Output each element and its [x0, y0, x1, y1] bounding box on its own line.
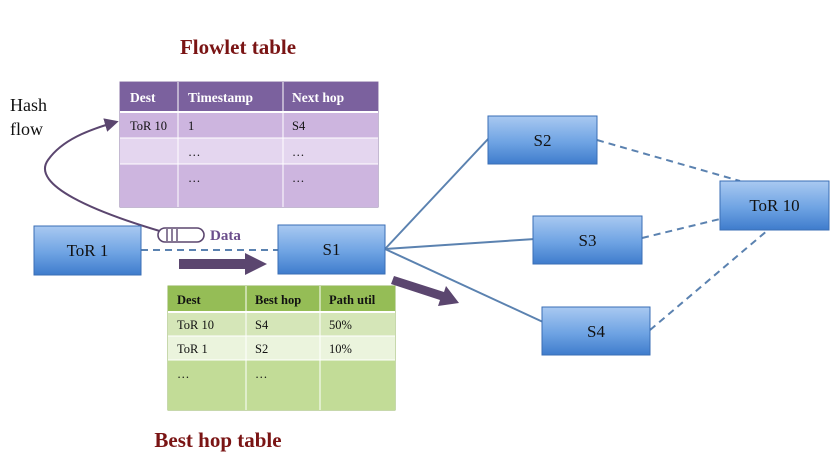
packet-icon — [157, 227, 205, 243]
node-label: ToR 10 — [749, 196, 799, 215]
flowlet-cell: … — [292, 171, 305, 185]
hash-flow-curved-arrow — [44, 118, 164, 233]
forward-arrow-icon — [179, 253, 267, 275]
best-hop-header-best-hop: Best hop — [255, 293, 301, 307]
node-s3[interactable]: S3 — [532, 215, 643, 265]
flowlet-table: Dest Timestamp Next hop ToR 10 1 S4 … … … — [119, 81, 379, 208]
flowlet-cell: … — [188, 171, 201, 185]
best-hop-cell: 10% — [329, 342, 352, 356]
link-s1-s3 — [384, 238, 536, 250]
flowlet-table-header-row — [120, 82, 378, 112]
node-tor1[interactable]: ToR 1 — [33, 225, 142, 276]
best-hop-cell: ToR 1 — [177, 342, 208, 356]
best-hop-cell: … — [255, 367, 268, 381]
flowlet-cell: … — [188, 145, 201, 159]
best-hop-table-row — [168, 312, 395, 336]
link-s1-s2 — [384, 137, 490, 250]
link-s1-s4 — [384, 248, 544, 323]
best-hop-cell: S4 — [255, 318, 269, 332]
node-label: S3 — [579, 231, 597, 250]
diagonal-arrow-icon — [391, 276, 459, 306]
hash-flow-label-line2: flow — [10, 119, 43, 139]
flowlet-table-row — [120, 138, 378, 164]
flowlet-cell: S4 — [292, 119, 306, 133]
best-hop-header-dest: Dest — [177, 293, 201, 307]
packet-label: Data — [210, 228, 241, 244]
best-hop-table-title: Best hop table — [154, 428, 281, 452]
flowlet-table-row — [120, 164, 378, 207]
flowlet-header-next-hop: Next hop — [292, 90, 344, 105]
link-s4-tor10 — [649, 229, 769, 331]
links — [141, 137, 769, 331]
data-packet: Data — [157, 227, 241, 244]
best-hop-cell: S2 — [255, 342, 268, 356]
best-hop-cell: 50% — [329, 318, 352, 332]
node-label: S2 — [534, 131, 552, 150]
node-s1[interactable]: S1 — [277, 224, 386, 275]
flowlet-header-timestamp: Timestamp — [188, 90, 253, 105]
link-s2-tor10 — [596, 139, 741, 182]
flowlet-cell: ToR 10 — [130, 119, 167, 133]
hash-flow-label-line1: Hash — [10, 95, 47, 115]
best-hop-table-row — [168, 336, 395, 360]
node-label: S1 — [323, 240, 341, 259]
flowlet-header-dest: Dest — [130, 90, 156, 105]
node-label: ToR 1 — [67, 241, 109, 260]
node-s4[interactable]: S4 — [541, 306, 651, 356]
link-s3-tor10 — [641, 218, 721, 239]
flowlet-table-title: Flowlet table — [180, 35, 296, 59]
best-hop-table-row — [168, 360, 395, 410]
node-label: S4 — [587, 322, 605, 341]
best-hop-cell: ToR 10 — [177, 318, 214, 332]
flowlet-cell: 1 — [188, 119, 194, 133]
best-hop-cell: … — [177, 367, 190, 381]
best-hop-table-header-row — [168, 286, 395, 312]
flowlet-table-row — [120, 112, 378, 138]
node-tor10[interactable]: ToR 10 — [719, 180, 830, 231]
best-hop-table: Dest Best hop Path util ToR 10 S4 50% To… — [167, 285, 396, 411]
flowlet-cell: … — [292, 145, 305, 159]
node-s2[interactable]: S2 — [487, 115, 598, 165]
best-hop-header-path-util: Path util — [329, 293, 376, 307]
